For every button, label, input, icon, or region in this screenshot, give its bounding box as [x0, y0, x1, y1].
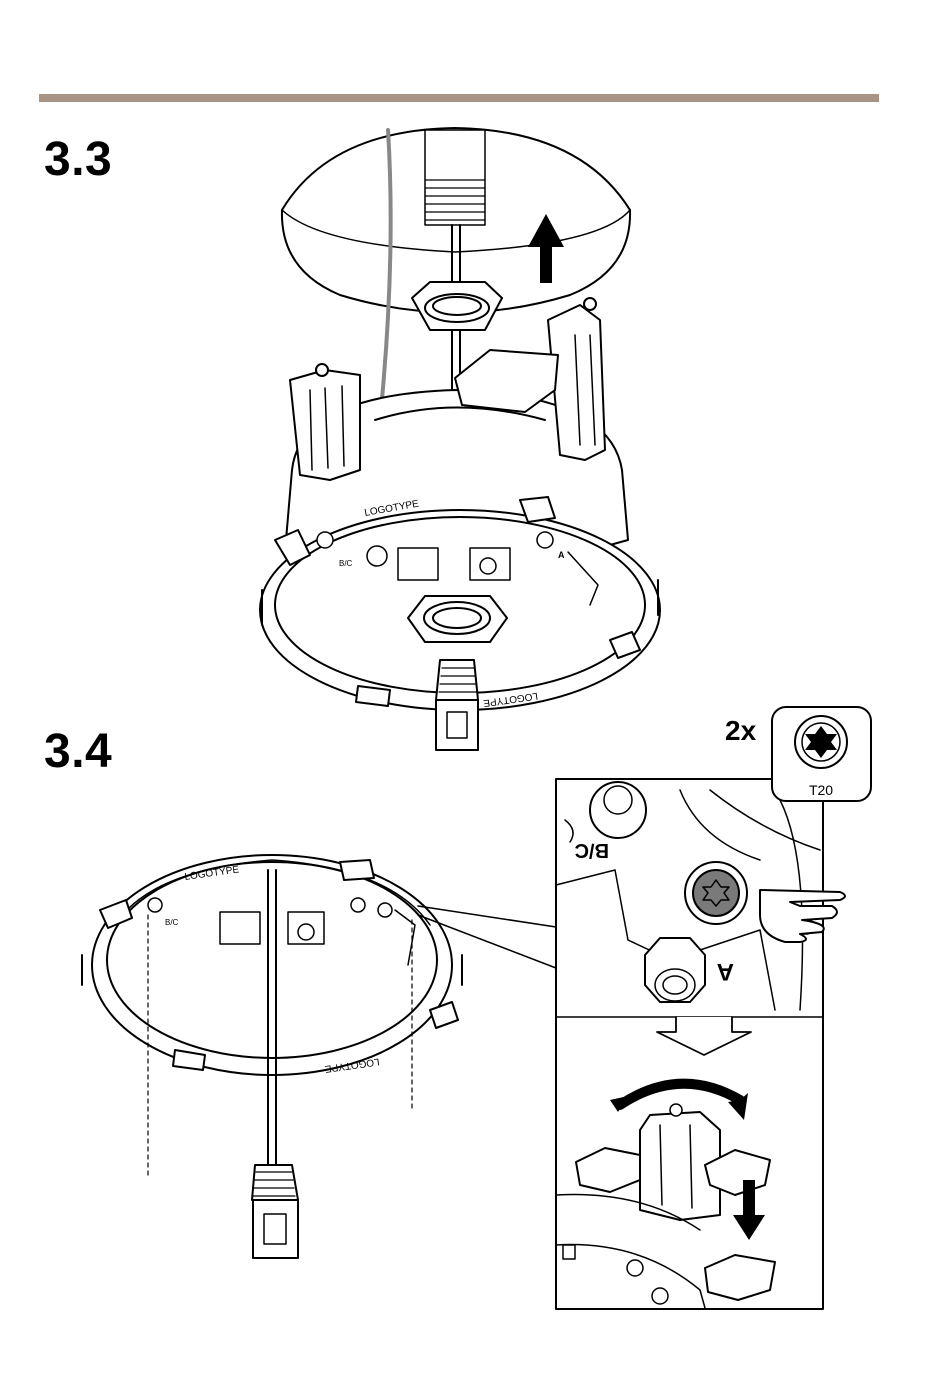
- base-ring-step-3-4: LOGOTYPE LOGOTYPE B/C: [82, 855, 462, 1075]
- detail-label-bc: B/C: [575, 839, 609, 861]
- detail-label-a: A: [717, 958, 734, 985]
- lower-nut: [408, 596, 507, 642]
- rj45-connector-3-4: [252, 1165, 298, 1258]
- lock-nut: [412, 282, 502, 330]
- label-a: A: [558, 550, 565, 560]
- rj45-connector: [436, 660, 478, 750]
- label-bc: B/C: [339, 559, 353, 568]
- illustration-step-3-4: LOGOTYPE LOGOTYPE B/C B/C: [82, 707, 871, 1309]
- tool-bit-label: T20: [809, 782, 833, 798]
- label-bc-small: B/C: [165, 918, 179, 927]
- pointing-hand-icon: [760, 890, 845, 942]
- conduit-pipe: [425, 130, 485, 225]
- illustration-step-3-3: LOGOTYPE LOGOTYPE B/C A: [260, 128, 660, 750]
